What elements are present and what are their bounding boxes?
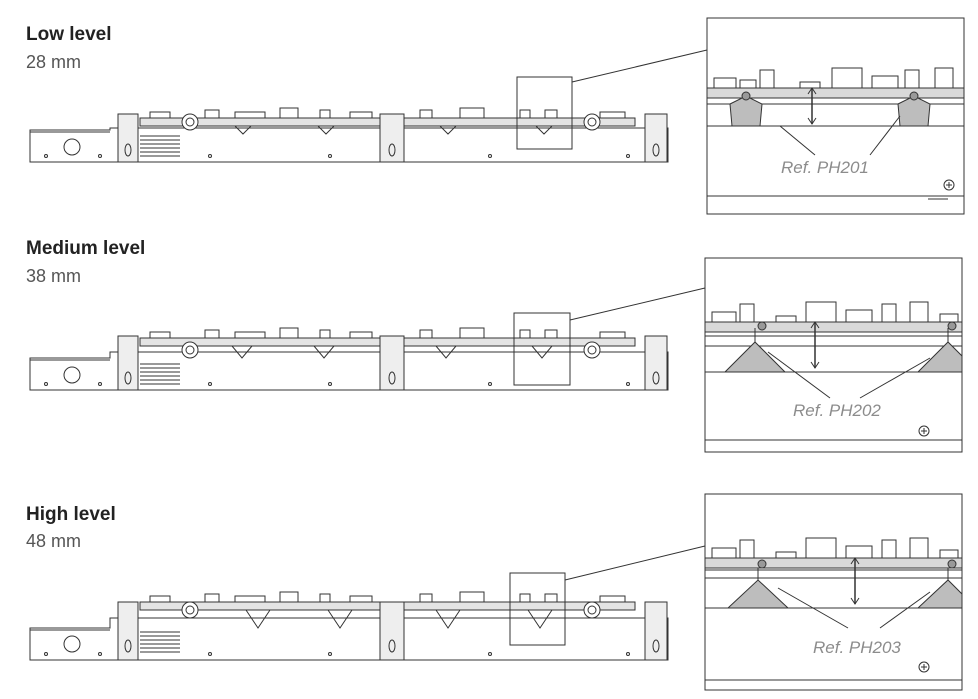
level-title: Medium level [26, 238, 146, 259]
pcb-board [706, 87, 965, 99]
side-view-diagram [29, 545, 706, 661]
bracket [117, 113, 139, 163]
bracket [379, 113, 405, 163]
side-view-diagram [29, 287, 706, 391]
side-view-diagram [29, 49, 708, 163]
level-height: 38 mm [26, 266, 82, 286]
standoff-left [726, 579, 790, 609]
zoom-source-box [516, 76, 573, 150]
vent-grille [140, 363, 180, 385]
standoff-right [916, 579, 963, 609]
level-height: 28 mm [26, 52, 82, 72]
reference-label: Ref. PH202 [793, 401, 881, 420]
level-high: High level 48 mm [0, 470, 978, 699]
standoff-right [916, 341, 963, 373]
reference-label: Ref. PH201 [781, 158, 869, 177]
zoom-detail-diagram: Ref. PH202 [704, 257, 963, 453]
level-height: 48 mm [26, 531, 82, 551]
chassis-hole [63, 138, 81, 156]
zoom-detail-diagram: Ref. PH203 [704, 493, 963, 691]
zoom-source-box [513, 312, 571, 386]
zoom-detail-diagram: Ref. PH201 [706, 17, 965, 215]
reference-label: Ref. PH203 [813, 638, 901, 657]
vent-grille [140, 135, 180, 157]
vent-grille [140, 631, 180, 653]
zoom-source-box [509, 572, 566, 646]
level-title: High level [26, 504, 116, 525]
level-title: Low level [26, 24, 112, 45]
level-medium: Medium level 38 mm [0, 230, 978, 470]
screw-symbol [943, 179, 955, 191]
standoff-left [723, 341, 787, 373]
bracket [644, 113, 668, 163]
level-low: Low level 28 mm [0, 0, 978, 230]
